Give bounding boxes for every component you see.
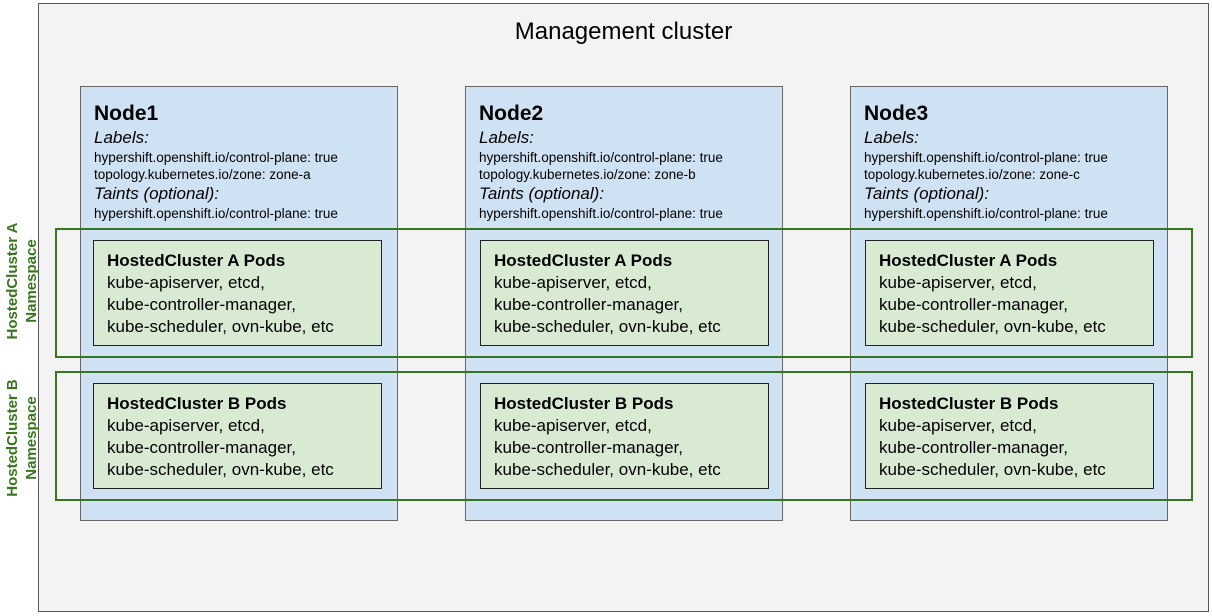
pods-title: HostedCluster B Pods	[494, 394, 674, 413]
label-line: topology.kubernetes.io/zone: zone-a	[94, 167, 311, 182]
pods-line: kube-apiserver, etcd,	[107, 273, 265, 292]
pods-line: kube-scheduler, ovn-kube, etc	[107, 317, 334, 336]
pods-box-b-node2: HostedCluster B Pods kube-apiserver, etc…	[480, 383, 769, 489]
pods-box-a-node2: HostedCluster A Pods kube-apiserver, etc…	[480, 240, 769, 346]
pods-box-a-node3: HostedCluster A Pods kube-apiserver, etc…	[865, 240, 1154, 346]
pods-line: kube-apiserver, etcd,	[494, 273, 652, 292]
pods-title: HostedCluster A Pods	[494, 251, 673, 270]
pods-line: kube-controller-manager,	[879, 295, 1068, 314]
node-info: Node3 Labels: hypershift.openshift.io/co…	[864, 101, 1108, 222]
taints-heading: Taints (optional):	[864, 184, 990, 203]
pods-line: kube-scheduler, ovn-kube, etc	[494, 460, 721, 479]
pods-line: kube-controller-manager,	[494, 295, 683, 314]
pods-line: kube-apiserver, etcd,	[879, 416, 1037, 435]
namespace-a-boundary	[55, 228, 1193, 358]
pods-line: kube-controller-manager,	[107, 438, 296, 457]
namespace-b-label: HostedCluster B Namespace	[3, 368, 43, 508]
namespace-b-boundary	[55, 371, 1193, 501]
label-line: topology.kubernetes.io/zone: zone-c	[864, 167, 1080, 182]
pods-title: HostedCluster B Pods	[879, 394, 1059, 413]
label-line: hypershift.openshift.io/control-plane: t…	[479, 150, 723, 165]
taints-heading: Taints (optional):	[479, 184, 605, 203]
pods-box-b-node3: HostedCluster B Pods kube-apiserver, etc…	[865, 383, 1154, 489]
pods-line: kube-scheduler, ovn-kube, etc	[107, 460, 334, 479]
label-line: topology.kubernetes.io/zone: zone-b	[479, 167, 696, 182]
management-cluster-title: Management cluster	[514, 18, 733, 45]
pods-line: kube-controller-manager,	[879, 438, 1068, 457]
node-info: Node1 Labels: hypershift.openshift.io/co…	[94, 101, 338, 222]
pods-box-a-node1: HostedCluster A Pods kube-apiserver, etc…	[93, 240, 382, 346]
labels-heading: Labels:	[479, 128, 534, 147]
pods-line: kube-apiserver, etcd,	[494, 416, 652, 435]
pods-line: kube-apiserver, etcd,	[879, 273, 1037, 292]
namespace-label-line: HostedCluster A	[4, 222, 21, 340]
labels-heading: Labels:	[864, 128, 919, 147]
labels-heading: Labels:	[94, 128, 149, 147]
node-name: Node1	[94, 102, 159, 125]
pods-title: HostedCluster A Pods	[107, 251, 286, 270]
taints-heading: Taints (optional):	[94, 184, 220, 203]
pods-line: kube-controller-manager,	[107, 295, 296, 314]
pods-line: kube-scheduler, ovn-kube, etc	[879, 317, 1106, 336]
label-line: hypershift.openshift.io/control-plane: t…	[94, 150, 338, 165]
pods-line: kube-apiserver, etcd,	[107, 416, 265, 435]
pods-title: HostedCluster A Pods	[879, 251, 1058, 270]
namespace-a-label: HostedCluster A Namespace	[3, 211, 43, 351]
pods-title: HostedCluster B Pods	[107, 394, 287, 413]
taint-line: hypershift.openshift.io/control-plane: t…	[864, 206, 1108, 221]
node-name: Node3	[864, 102, 929, 125]
pods-box-b-node1: HostedCluster B Pods kube-apiserver, etc…	[93, 383, 382, 489]
node-name: Node2	[479, 102, 544, 125]
taint-line: hypershift.openshift.io/control-plane: t…	[94, 206, 338, 221]
namespace-label-line: Namespace	[23, 239, 40, 323]
taint-line: hypershift.openshift.io/control-plane: t…	[479, 206, 723, 221]
pods-line: kube-scheduler, ovn-kube, etc	[494, 317, 721, 336]
pods-line: kube-controller-manager,	[494, 438, 683, 457]
namespace-label-line: Namespace	[23, 396, 40, 480]
label-line: hypershift.openshift.io/control-plane: t…	[864, 150, 1108, 165]
pods-line: kube-scheduler, ovn-kube, etc	[879, 460, 1106, 479]
node-info: Node2 Labels: hypershift.openshift.io/co…	[479, 101, 723, 222]
namespace-label-line: HostedCluster B	[4, 379, 21, 497]
